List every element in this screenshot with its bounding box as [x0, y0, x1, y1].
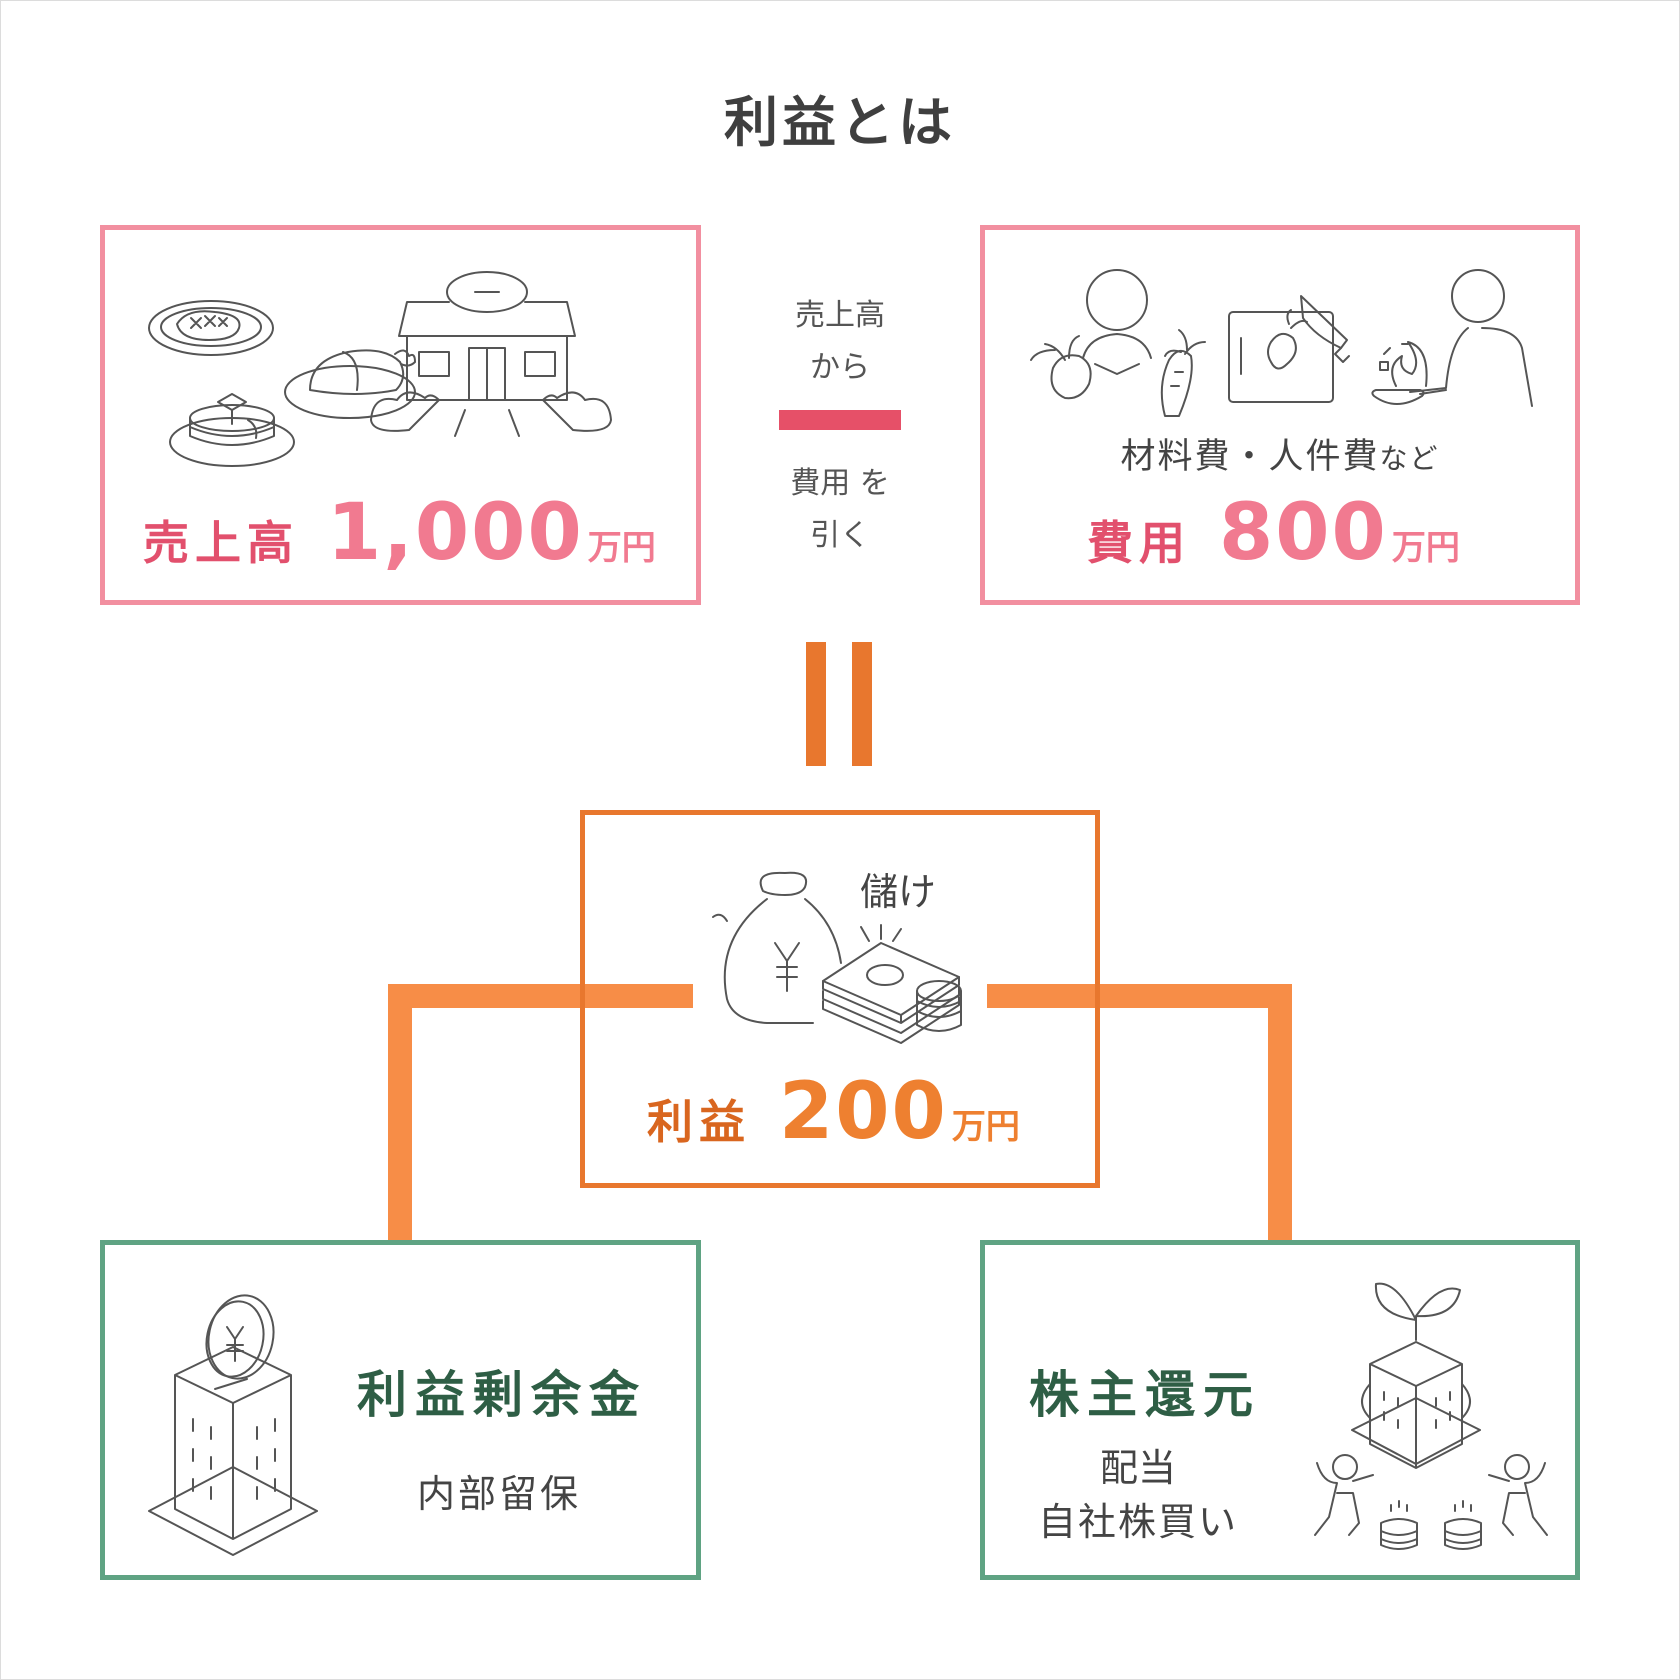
pancake-icon: [169, 393, 295, 467]
operator-line-3: 費用 を: [790, 466, 890, 501]
steak-plate-icon: [148, 300, 274, 356]
costs-caption: 材料費・人件費など: [985, 428, 1575, 479]
operator-line-2: から: [810, 350, 870, 385]
minus-bar: [779, 410, 901, 430]
restaurant-building-icon: [370, 271, 612, 437]
page-title: 利益とは: [724, 91, 956, 154]
operator-line-1: 売上高: [795, 298, 885, 333]
costs-unit: 万円: [1391, 528, 1460, 568]
shareholder-return-line2: 自社株買い: [1037, 1500, 1238, 1544]
costs-caption-suffix: など: [1379, 442, 1440, 475]
costs-amount: 800: [1219, 488, 1388, 578]
cheering-people-icon: [1314, 1454, 1548, 1550]
shareholder-return-box: 株主還元 配当 自社株買い: [980, 1240, 1580, 1580]
shareholder-return-title: 株主還元: [1029, 1366, 1261, 1424]
chef-with-pan-icon: [1371, 269, 1533, 407]
equals-sign: [806, 642, 872, 766]
profit-caption: 儲け: [860, 870, 937, 914]
sales-label: 売上高: [143, 516, 299, 570]
profit-unit: 万円: [951, 1107, 1020, 1147]
retained-earnings-box: 利益剰余金 内部留保: [100, 1240, 701, 1580]
operator-line-4: 引く: [810, 518, 870, 553]
costs-label: 費用: [1087, 516, 1191, 570]
equals-bar-right: [852, 642, 872, 766]
coin-into-building-icon: [148, 1294, 318, 1556]
sales-unit: 万円: [587, 528, 656, 568]
equals-bar-left: [806, 642, 826, 766]
cook-with-vegetables-icon: [1030, 269, 1206, 417]
arrow-left-path: [388, 984, 693, 1288]
retained-earnings-subtitle: 内部留保: [417, 1472, 582, 1516]
costs-caption-text: 材料費・人件費: [1120, 437, 1380, 477]
growing-building-icon: [1351, 1282, 1481, 1469]
sales-amount: 1,000: [327, 488, 584, 578]
minus-caption-bottom: 費用 を 引く: [770, 458, 910, 562]
cutting-board-icon: [1228, 295, 1350, 403]
omelet-rice-icon: [284, 349, 416, 419]
cash-and-coins-icon: [822, 924, 962, 1044]
profit-amount: 200: [779, 1067, 948, 1157]
arrow-right-path: [987, 984, 1292, 1288]
shareholder-return-line1: 配当: [1099, 1446, 1176, 1490]
profit-label: 利益: [647, 1095, 751, 1149]
minus-caption-top: 売上高 から: [770, 290, 910, 394]
retained-earnings-title: 利益剰余金: [357, 1366, 647, 1424]
money-bag-icon: [712, 871, 842, 1024]
